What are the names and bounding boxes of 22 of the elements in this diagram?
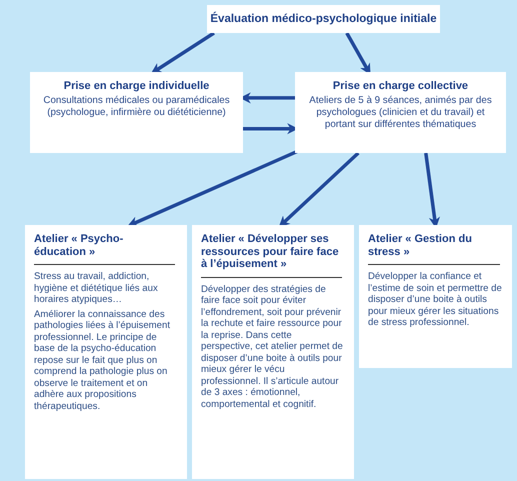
process-box — [207, 5, 440, 33]
box-text: Stress au travail, addiction, hygiène et diététique liés aux horaires atypiques… — [34, 271, 159, 306]
workshop-card — [25, 225, 187, 479]
workshop-card — [192, 225, 354, 479]
arrow — [278, 152, 360, 228]
box-heading: Évaluation médico-psychologique initiale — [210, 13, 437, 25]
box-heading: Atelier « Gestion du stress » — [368, 233, 500, 266]
box-heading: Prise en charge collective — [332, 80, 470, 92]
arrow — [345, 32, 370, 75]
box-heading: Atelier « Développer ses ressources pour faire face à l’épuisement » — [201, 233, 342, 278]
box-text: Développer la confiance et l’estime de soin et permettre de disposer d’une boite à outils pour mieux gérer les situations de stress professionnel. — [368, 271, 503, 329]
box-heading: Atelier « Psycho-éducation » — [34, 233, 175, 266]
workshop-card — [359, 225, 512, 368]
box-text: Ateliers de 5 à 9 séances, animés par des psychologues (clinicien et du travail) et portant sur différentes thématiques — [308, 95, 493, 132]
box-text: Consultations médicales ou paramédicales (psychologue, infirmière ou diététicienne) — [42, 95, 231, 120]
arrow — [127, 148, 300, 227]
arrow — [150, 32, 215, 74]
box-text: Améliorer la connaissance des pathologies liées à l’épuisement professionnel. Le principe de base de la psycho-éducation repose sur le fait que plus on comprend la pathologie plus on observe le traitement et on adhère aux propositions thérapeutiques. — [34, 308, 171, 412]
box-text: Développer des stratégies de faire face soit pour éviter l’effondrement, soit pour prévenir la rechute et faire ressource pour la reprise. Dans cette perspective, cet atelier permet de disposer d’une boite à outils pour mieux gérer le vécu professionnel. Il s’articule autour de 3 axes : émotionnel, comportemental et cognitif. — [201, 284, 344, 410]
process-box — [295, 72, 506, 153]
box-heading: Prise en charge individuelle — [62, 80, 210, 92]
process-box — [30, 72, 243, 153]
